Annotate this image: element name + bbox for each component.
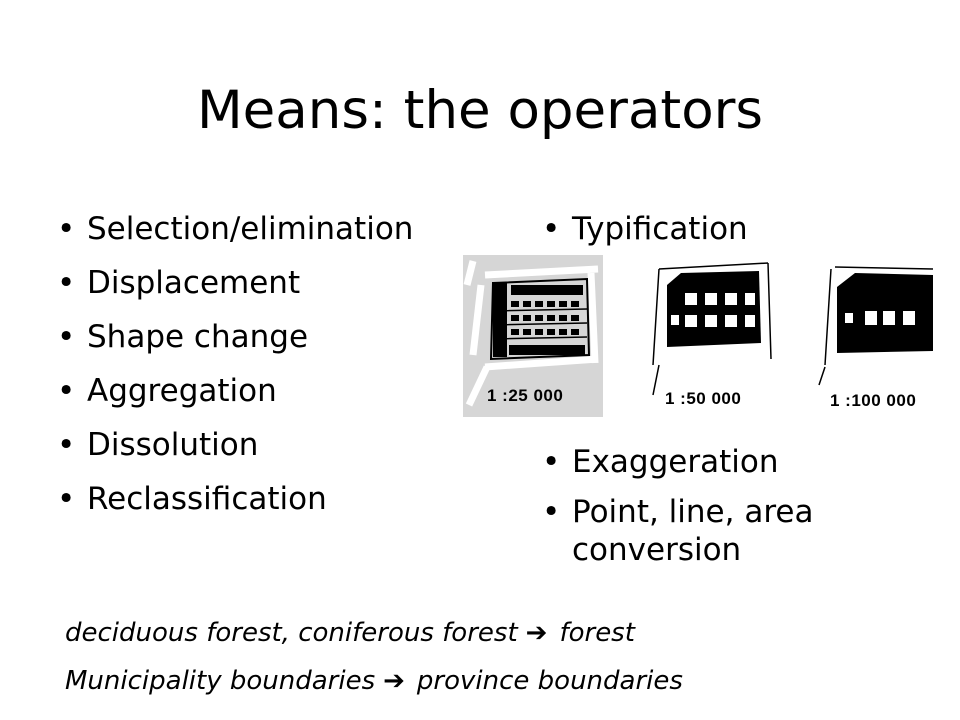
bullet-item: Reclassification: [57, 480, 477, 518]
reclassification-example: deciduous forest, coniferous forest➔ fore…: [65, 617, 635, 649]
map-panel-25000: [463, 255, 603, 417]
map-scale-illustration: [463, 255, 934, 417]
bullet-item: Point, line, area conversion: [542, 493, 892, 569]
example-from: deciduous forest, coniferous forest: [65, 618, 518, 648]
typification-list: Typification: [542, 210, 942, 248]
example-to: forest: [559, 618, 635, 648]
scale-label: 1 :25 000: [487, 386, 564, 405]
slide-title: Means: the operators: [196, 80, 764, 141]
operators-list: Selection/elimination Displacement Shape…: [57, 210, 477, 534]
bullet-item: Selection/elimination: [57, 210, 477, 248]
arrow-right-icon: ➔: [383, 666, 405, 696]
example-from: Municipality boundaries: [65, 666, 376, 696]
dissolution-example: Municipality boundaries➔ province boundar…: [65, 665, 683, 697]
bullet-item: Typification: [542, 210, 942, 248]
bullet-item: Displacement: [57, 264, 477, 302]
bullet-item: Aggregation: [57, 372, 477, 410]
map-panel-50000: [652, 262, 772, 396]
map-panel-100000: [818, 266, 934, 386]
bullet-item: Dissolution: [57, 426, 477, 464]
arrow-right-icon: ➔: [525, 618, 548, 648]
operators-list-right: Exaggeration Point, line, area conversio…: [542, 443, 942, 581]
scale-label: 1 :50 000: [665, 389, 742, 408]
typification-figure: 1 :25 000 1 :50 000 1 :100 000: [463, 255, 945, 417]
scale-label: 1 :100 000: [830, 391, 917, 410]
bullet-item: Exaggeration: [542, 443, 942, 481]
bullet-item: Shape change: [57, 318, 477, 356]
example-to: province boundaries: [416, 666, 683, 696]
